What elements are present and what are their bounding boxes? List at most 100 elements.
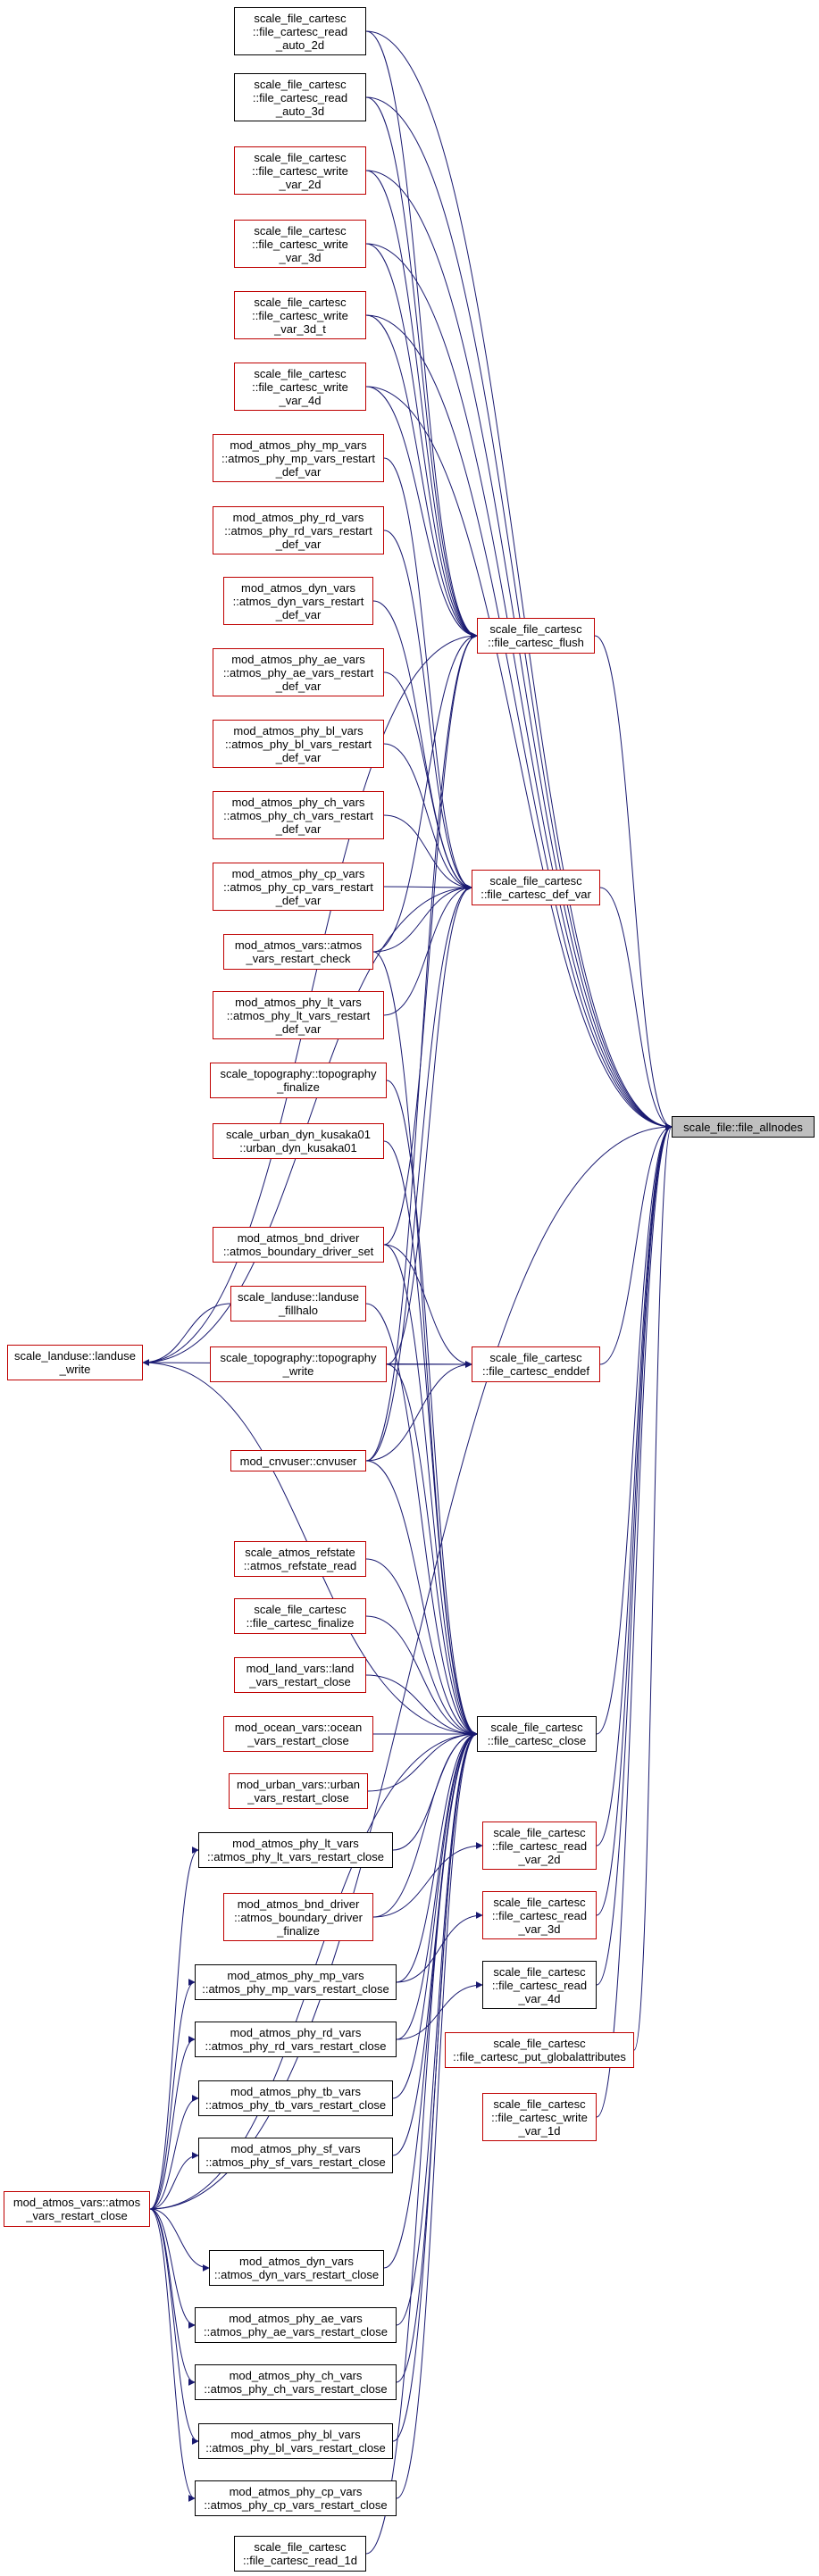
edge-write_var_3d-to-flush (365, 243, 478, 639)
node-atmos-vars-restart-close[interactable]: mod_atmos_vars::atmos _vars_restart_clos… (4, 2191, 150, 2227)
node-write-var-4d[interactable]: scale_file_cartesc ::file_cartesc_write … (234, 363, 366, 411)
edge-atmos_close-to-dyn_close (149, 2208, 210, 2272)
node-bl-def-var[interactable]: mod_atmos_phy_bl_vars ::atmos_phy_bl_var… (213, 720, 384, 768)
node-file-cartesc-enddef[interactable]: scale_file_cartesc ::file_cartesc_enddef (472, 1346, 600, 1382)
edge-restart_check-to-def_var (372, 884, 472, 953)
edge-topo_write-to-close (386, 1363, 478, 1738)
node-write-var-3d[interactable]: scale_file_cartesc ::file_cartesc_write … (234, 220, 366, 268)
edge-cnvuser-to-flush (365, 632, 478, 1462)
edge-cnvuser-to-def_var (365, 884, 472, 1462)
edge-bnd_finalize-to-read_var_2d (372, 1842, 483, 1918)
edge-read_var_4d-to-allnodes (596, 1123, 673, 1986)
edge-cp_close-to-close (396, 1730, 478, 2499)
edge-rd_def-to-def_var (383, 529, 472, 891)
node-boundary-driver-finalize[interactable]: mod_atmos_bnd_driver ::atmos_boundary_dr… (223, 1893, 373, 1941)
node-file-cartesc-close[interactable]: scale_file_cartesc ::file_cartesc_close (477, 1716, 597, 1752)
node-cp-def-var[interactable]: mod_atmos_phy_cp_vars ::atmos_phy_cp_var… (213, 863, 384, 911)
edge-atmos_close-to-cp_close (149, 2208, 196, 2502)
node-file-cartesc-flush[interactable]: scale_file_cartesc ::file_cartesc_flush (477, 618, 595, 654)
node-urban-dyn-kusaka01[interactable]: scale_urban_dyn_kusaka01 ::urban_dyn_kus… (213, 1123, 384, 1159)
edge-read_auto_2d-to-allnodes (365, 30, 673, 1130)
node-phy-ae-vars-restart-close[interactable]: mod_atmos_phy_ae_vars ::atmos_phy_ae_var… (195, 2307, 397, 2343)
node-topography-finalize[interactable]: scale_topography::topography _finalize (210, 1063, 387, 1098)
edge-atmos_close-to-lt_close (149, 1847, 199, 2210)
edge-refstate_read-to-close (365, 1558, 478, 1738)
node-read-auto-3d[interactable]: scale_file_cartesc ::file_cartesc_read _… (234, 73, 366, 121)
node-phy-rd-vars-restart-close[interactable]: mod_atmos_phy_rd_vars ::atmos_phy_rd_var… (195, 2022, 397, 2057)
edge-mp_close-to-close (396, 1730, 478, 1983)
node-file-cartesc-def-var[interactable]: scale_file_cartesc ::file_cartesc_def_va… (472, 870, 600, 905)
node-lt-def-var[interactable]: mod_atmos_phy_lt_vars ::atmos_phy_lt_var… (213, 991, 384, 1039)
edge-bnd_set-to-close (383, 1244, 478, 1738)
node-file-allnodes: scale_file::file_allnodes (672, 1116, 815, 1138)
edge-atmos_close-to-tb_close (149, 2095, 199, 2210)
edge-write_var_3d_t-to-flush (365, 314, 478, 639)
edge-enddef-to-allnodes (599, 1123, 673, 1365)
edge-read_auto_2d-to-flush (365, 30, 478, 639)
node-landuse-fillhalo[interactable]: scale_landuse::landuse _fillhalo (230, 1286, 366, 1321)
edge-atmos_close-to-sf_close (149, 2152, 199, 2210)
node-file-cartesc-write-var-1d[interactable]: scale_file_cartesc ::file_cartesc_write … (482, 2093, 597, 2141)
edge-atmos_close-to-ae_close (149, 2208, 196, 2329)
edge-read_auto_3d-to-flush (365, 96, 478, 639)
node-cnvuser[interactable]: mod_cnvuser::cnvuser (230, 1450, 366, 1471)
edge-ch_def-to-def_var (383, 814, 472, 891)
edge-write_var_2d-to-flush (365, 170, 478, 639)
edge-atmos_close-to-ch_close (149, 2208, 196, 2386)
node-write-var-2d[interactable]: scale_file_cartesc ::file_cartesc_write … (234, 146, 366, 195)
node-phy-tb-vars-restart-close[interactable]: mod_atmos_phy_tb_vars ::atmos_phy_tb_var… (198, 2080, 393, 2116)
edge-ae_def-to-def_var (383, 671, 472, 891)
node-ae-def-var[interactable]: mod_atmos_phy_ae_vars ::atmos_phy_ae_var… (213, 648, 384, 696)
edge-close-to-allnodes (596, 1123, 673, 1735)
edge-write_var_4d-to-flush (365, 386, 478, 639)
node-phy-lt-vars-restart-close[interactable]: mod_atmos_phy_lt_vars ::atmos_phy_lt_var… (198, 1832, 393, 1868)
edge-bl_def-to-def_var (383, 743, 472, 891)
node-file-cartesc-read-var-4d[interactable]: scale_file_cartesc ::file_cartesc_read _… (482, 1961, 597, 2009)
node-boundary-driver-set[interactable]: mod_atmos_bnd_driver ::atmos_boundary_dr… (213, 1227, 384, 1263)
node-dyn-vars-restart-close[interactable]: mod_atmos_dyn_vars ::atmos_dyn_vars_rest… (209, 2250, 384, 2286)
node-urban-vars-restart-close[interactable]: mod_urban_vars::urban _vars_restart_clos… (229, 1773, 368, 1809)
node-phy-mp-vars-restart-close[interactable]: mod_atmos_phy_mp_vars ::atmos_phy_mp_var… (195, 1964, 397, 2000)
edge-landuse_fillhalo-to-close (365, 1303, 478, 1738)
edge-kusaka-to-close (383, 1140, 478, 1738)
node-dyn-def-var[interactable]: mod_atmos_dyn_vars ::atmos_dyn_vars_rest… (223, 577, 373, 625)
edge-mp_close-to-read_var_3d (396, 1912, 483, 1983)
node-restart-check[interactable]: mod_atmos_vars::atmos _vars_restart_chec… (223, 934, 373, 970)
node-file-cartesc-finalize[interactable]: scale_file_cartesc ::file_cartesc_finali… (234, 1598, 366, 1634)
edge-urban_close-to-close (367, 1730, 478, 1792)
edge-dyn_close-to-close (383, 1730, 478, 2269)
edge-def_var-to-allnodes (599, 887, 673, 1130)
node-topography-write[interactable]: scale_topography::topography _write (210, 1346, 387, 1382)
node-phy-bl-vars-restart-close[interactable]: mod_atmos_phy_bl_vars ::atmos_phy_bl_var… (198, 2423, 393, 2459)
node-phy-cp-vars-restart-close[interactable]: mod_atmos_phy_cp_vars ::atmos_phy_cp_var… (195, 2480, 397, 2516)
edge-bl_close-to-close (392, 1730, 478, 2442)
node-ocean-vars-restart-close[interactable]: mod_ocean_vars::ocean _vars_restart_clos… (223, 1716, 373, 1752)
edge-read_var_2d-to-allnodes (596, 1123, 673, 1847)
node-file-cartesc-read-var-2d[interactable]: scale_file_cartesc ::file_cartesc_read _… (482, 1822, 597, 1870)
node-put-globalattributes[interactable]: scale_file_cartesc ::file_cartesc_put_gl… (445, 2032, 634, 2068)
edge-write_var_3d_t-to-allnodes (365, 314, 673, 1130)
edge-cnvuser-to-enddef (365, 1361, 472, 1462)
node-landuse-write[interactable]: scale_landuse::landuse _write (7, 1345, 143, 1380)
node-phy-sf-vars-restart-close[interactable]: mod_atmos_phy_sf_vars ::atmos_phy_sf_var… (198, 2138, 393, 2173)
edge-ae_close-to-close (396, 1730, 478, 2326)
node-land-vars-restart-close[interactable]: mod_land_vars::land _vars_restart_close (234, 1657, 366, 1693)
node-phy-ch-vars-restart-close[interactable]: mod_atmos_phy_ch_vars ::atmos_phy_ch_var… (195, 2364, 397, 2400)
edge-restart_check-to-flush (372, 632, 478, 953)
node-read-auto-2d[interactable]: scale_file_cartesc ::file_cartesc_read _… (234, 7, 366, 55)
node-file-cartesc-read-var-3d[interactable]: scale_file_cartesc ::file_cartesc_read _… (482, 1891, 597, 1939)
edge-cnvuser-to-close (365, 1460, 478, 1738)
node-atmos-refstate-read[interactable]: scale_atmos_refstate ::atmos_refstate_re… (234, 1541, 366, 1577)
edge-rd_close-to-close (396, 1730, 478, 2040)
node-file-cartesc-read-1d[interactable]: scale_file_cartesc ::file_cartesc_read_1… (234, 2536, 366, 2572)
edge-atmos_close-to-bl_close (149, 2208, 199, 2445)
node-mp-def-var[interactable]: mod_atmos_phy_mp_vars ::atmos_phy_mp_var… (213, 434, 384, 482)
node-ch-def-var[interactable]: mod_atmos_phy_ch_vars ::atmos_phy_ch_var… (213, 791, 384, 839)
edge-atmos_close-to-mp_close (149, 1979, 196, 2210)
edge-bnd_finalize-to-close (372, 1730, 478, 1918)
node-write-var-3d-t[interactable]: scale_file_cartesc ::file_cartesc_write … (234, 291, 366, 339)
edge-land_close-to-close (365, 1674, 478, 1738)
node-rd-def-var[interactable]: mod_atmos_phy_rd_vars ::atmos_phy_rd_var… (213, 506, 384, 554)
